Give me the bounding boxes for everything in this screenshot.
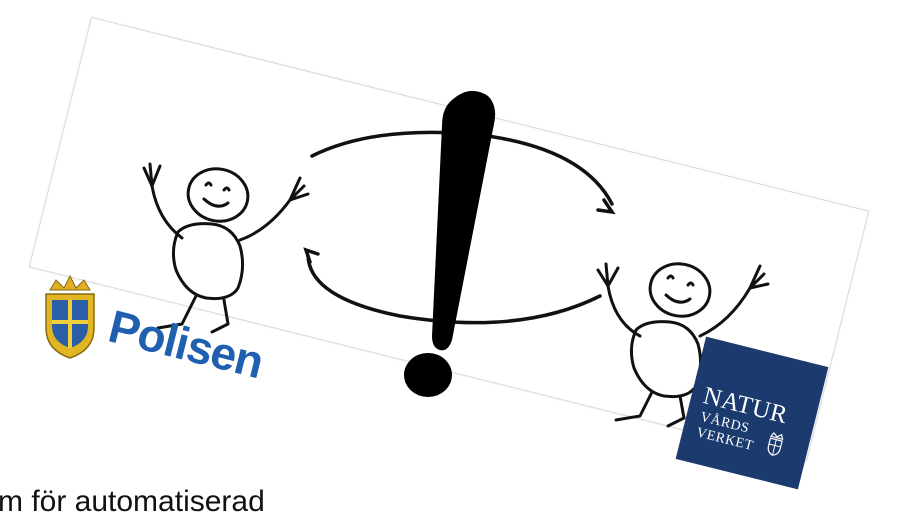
exclamation-mark-icon: [404, 91, 495, 397]
polisen-wordmark: Polisen: [103, 299, 268, 389]
police-crest-icon: [30, 270, 110, 370]
crown-shield-icon: [763, 431, 786, 459]
caption-text: m för automatiserad: [0, 480, 265, 524]
polisen-logo: Polisen: [30, 270, 290, 380]
